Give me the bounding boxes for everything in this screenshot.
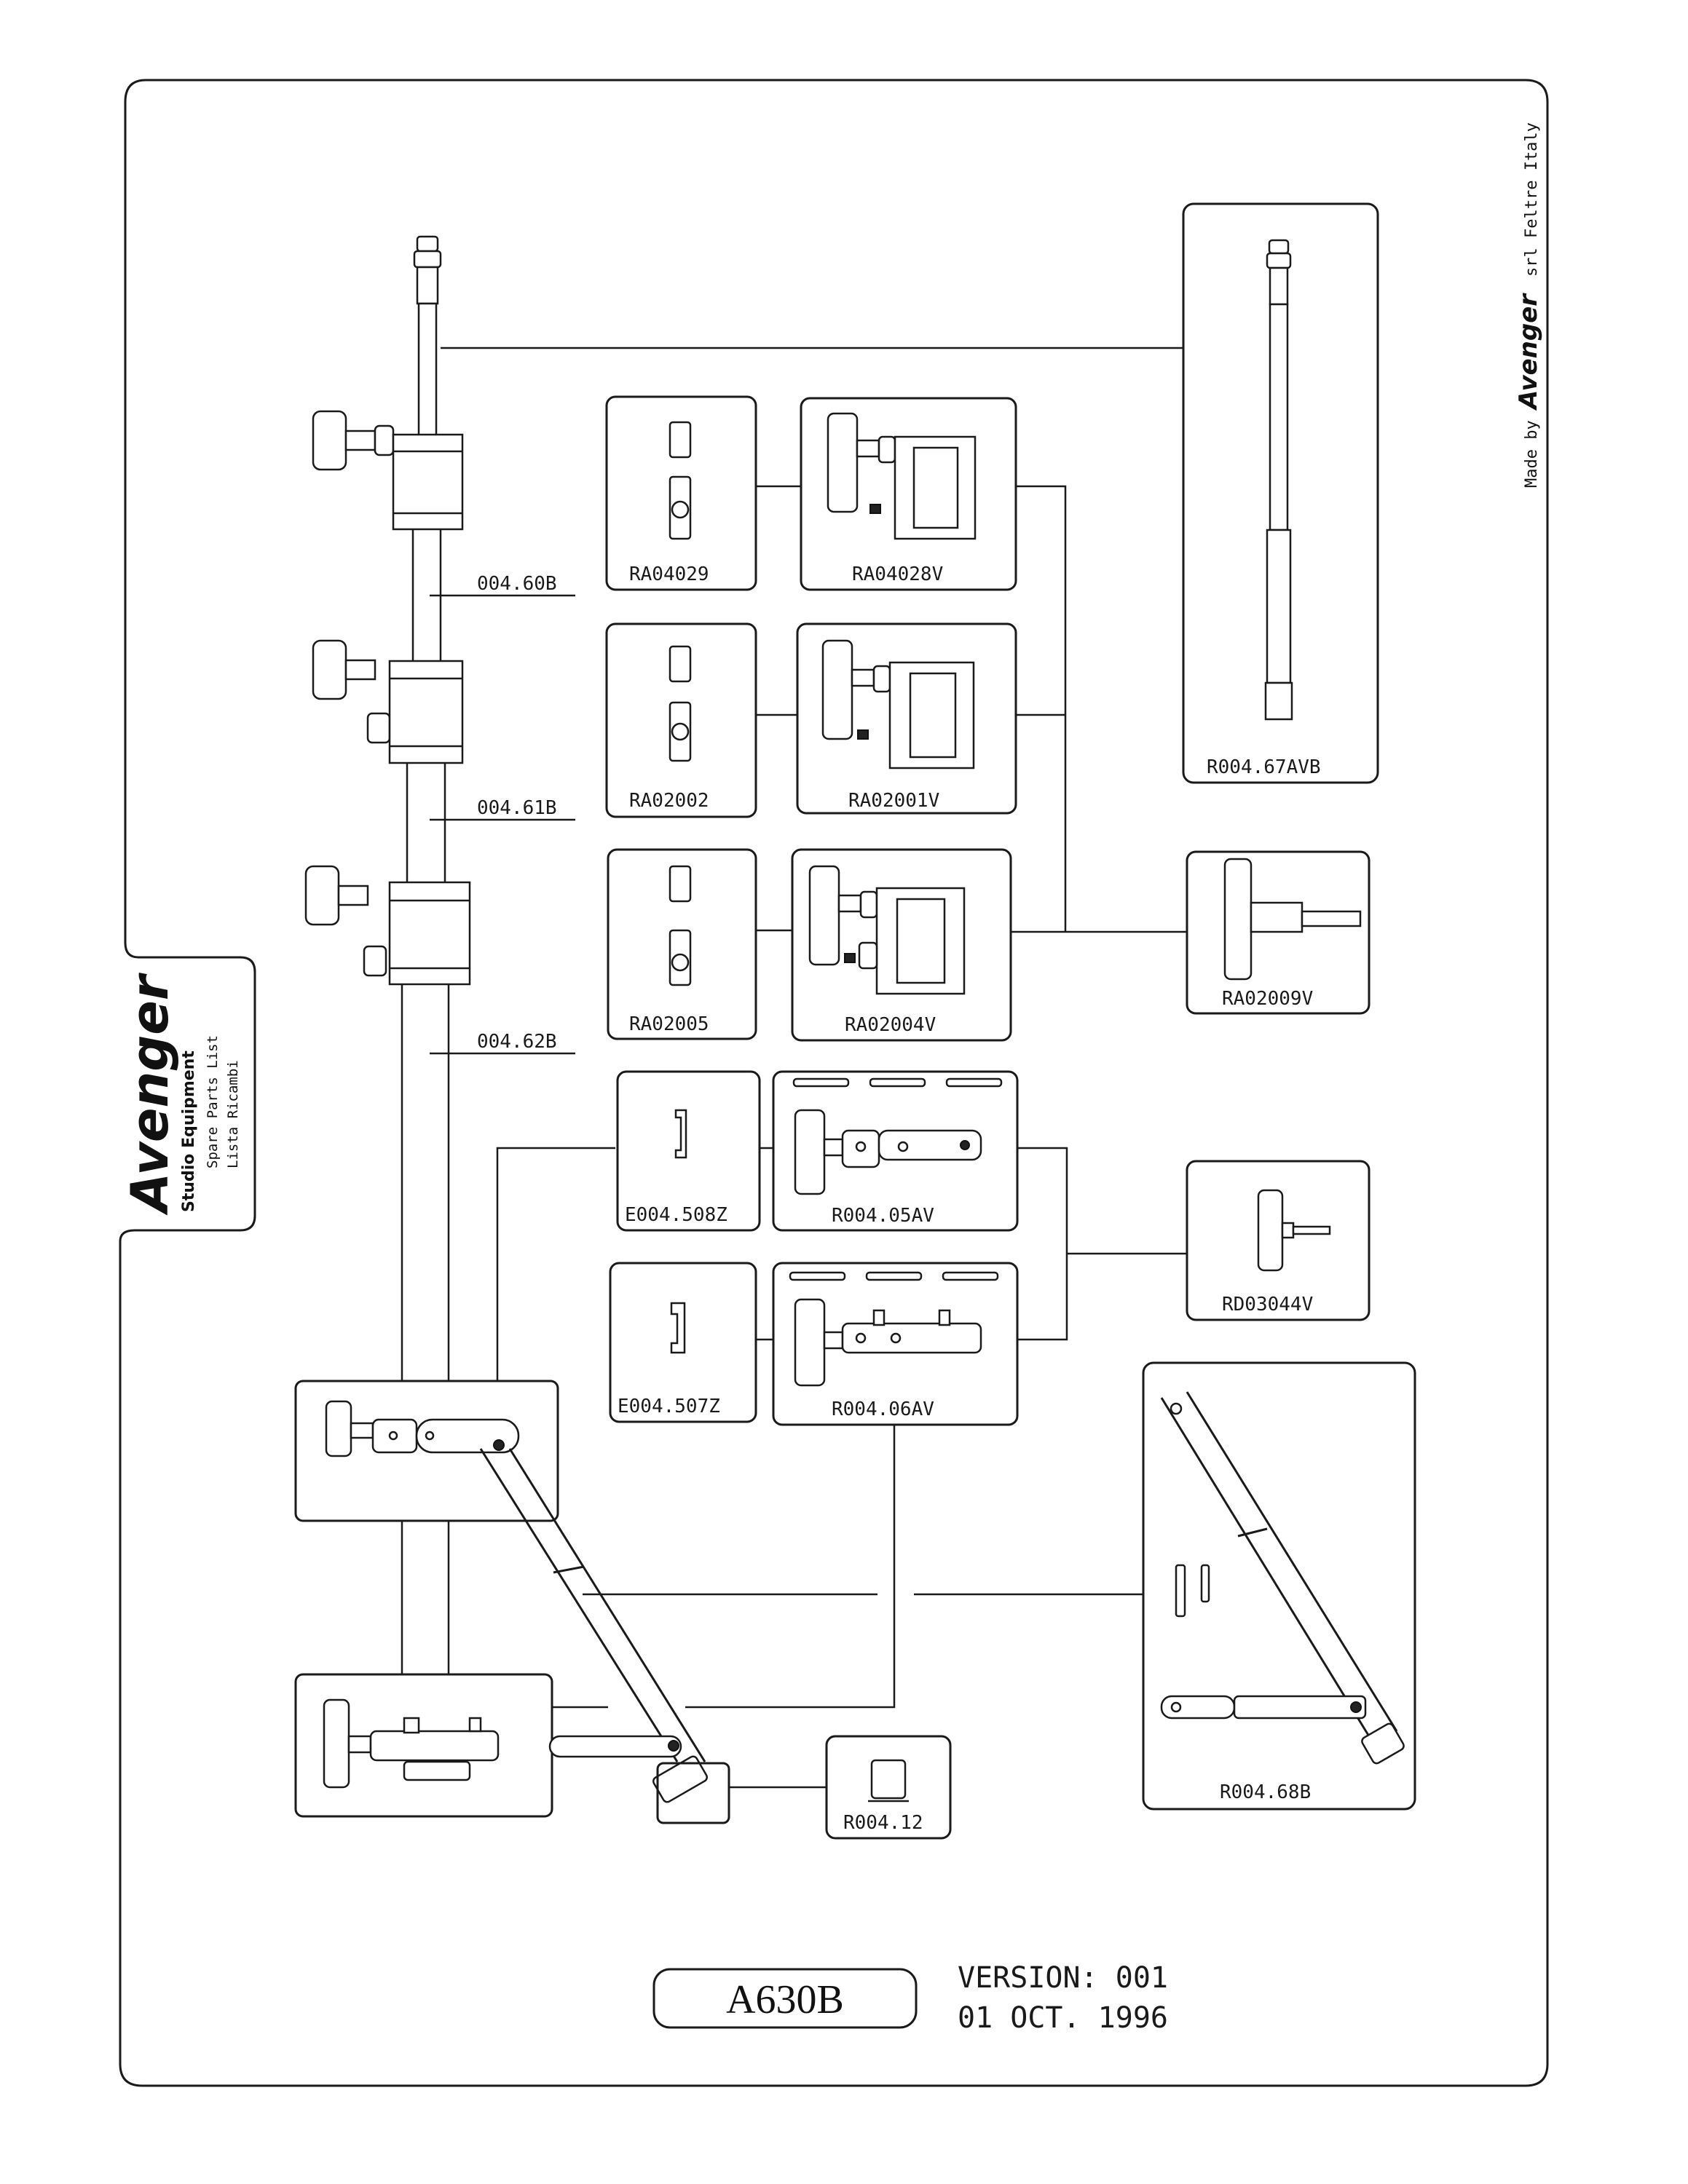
part-ra02009v[interactable]: RA02009V	[1186, 850, 1370, 1015]
main-stand	[304, 235, 1183, 1790]
part-r00405av[interactable]: R004.05AV	[772, 1070, 1019, 1232]
page-frame	[119, 79, 1549, 2087]
part-ra02002[interactable]: RA02002	[605, 622, 757, 818]
riser-label-1: 004.60B	[477, 573, 557, 595]
part-r00412[interactable]: R004.12	[825, 1735, 952, 1840]
brand-line-1: Spare Parts List	[205, 1035, 221, 1168]
part-label: RA02009V	[1222, 988, 1313, 1010]
brand-block: Avenger Studio Equipment Spare Parts Lis…	[120, 972, 241, 1216]
part-label: RA04028V	[852, 563, 943, 585]
maker-suffix: srl Feltre Italy	[1523, 122, 1541, 277]
part-label: RD03044V	[1222, 1294, 1313, 1315]
date-text: 01 OCT. 1996	[958, 2001, 1168, 2035]
version-text: VERSION: 001	[958, 1961, 1168, 1995]
brand-subtitle: Studio Equipment	[180, 1051, 198, 1212]
part-ra04028v[interactable]: RA04028V	[800, 397, 1017, 591]
upper-leg-bracket	[294, 1380, 559, 1522]
part-label: RA02002	[629, 790, 709, 812]
part-label: RA02001V	[848, 790, 939, 812]
brand-logo: Avenger	[120, 972, 180, 1216]
part-label: RA04029	[629, 563, 709, 585]
part-label: RA02004V	[845, 1014, 936, 1036]
stand-leg	[479, 1448, 730, 1824]
brand-line-2: Lista Ricambi	[225, 1060, 241, 1168]
part-r00468b[interactable]: R004.68B	[1142, 1361, 1416, 1811]
part-label: R004.12	[843, 1812, 923, 1834]
part-label: R004.06AV	[832, 1398, 934, 1420]
riser-label-3: 004.62B	[477, 1031, 557, 1053]
maker-credit: Made by Avenger srl Feltre Italy	[1514, 122, 1543, 488]
part-label: RA02005	[629, 1013, 709, 1035]
part-ra02005[interactable]: RA02005	[607, 848, 757, 1040]
part-e004508z[interactable]: E004.508Z	[616, 1070, 761, 1232]
part-label: E004.507Z	[618, 1396, 720, 1417]
riser-label-2: 004.61B	[477, 797, 557, 819]
part-rd03044v[interactable]: RD03044V	[1186, 1160, 1370, 1321]
part-e004507z[interactable]: E004.507Z	[609, 1262, 757, 1423]
part-r00467avb[interactable]: R004.67AVB	[1182, 202, 1379, 784]
part-label: E004.508Z	[625, 1204, 727, 1226]
part-label: R004.05AV	[832, 1205, 934, 1227]
part-label: R004.67AVB	[1207, 756, 1321, 778]
part-r00406av[interactable]: R004.06AV	[772, 1262, 1019, 1426]
part-ra02004v[interactable]: RA02004V	[791, 848, 1012, 1042]
model-badge: A630B	[652, 1968, 918, 2029]
part-ra04029[interactable]: RA04029	[605, 395, 757, 591]
part-ra02001v[interactable]: RA02001V	[796, 622, 1017, 815]
part-label: R004.68B	[1220, 1781, 1311, 1803]
maker-prefix: Made by	[1523, 420, 1541, 488]
lower-leg-bracket	[294, 1673, 553, 1818]
maker-name: Avenger	[1514, 293, 1543, 411]
model-number: A630B	[726, 1977, 844, 2022]
